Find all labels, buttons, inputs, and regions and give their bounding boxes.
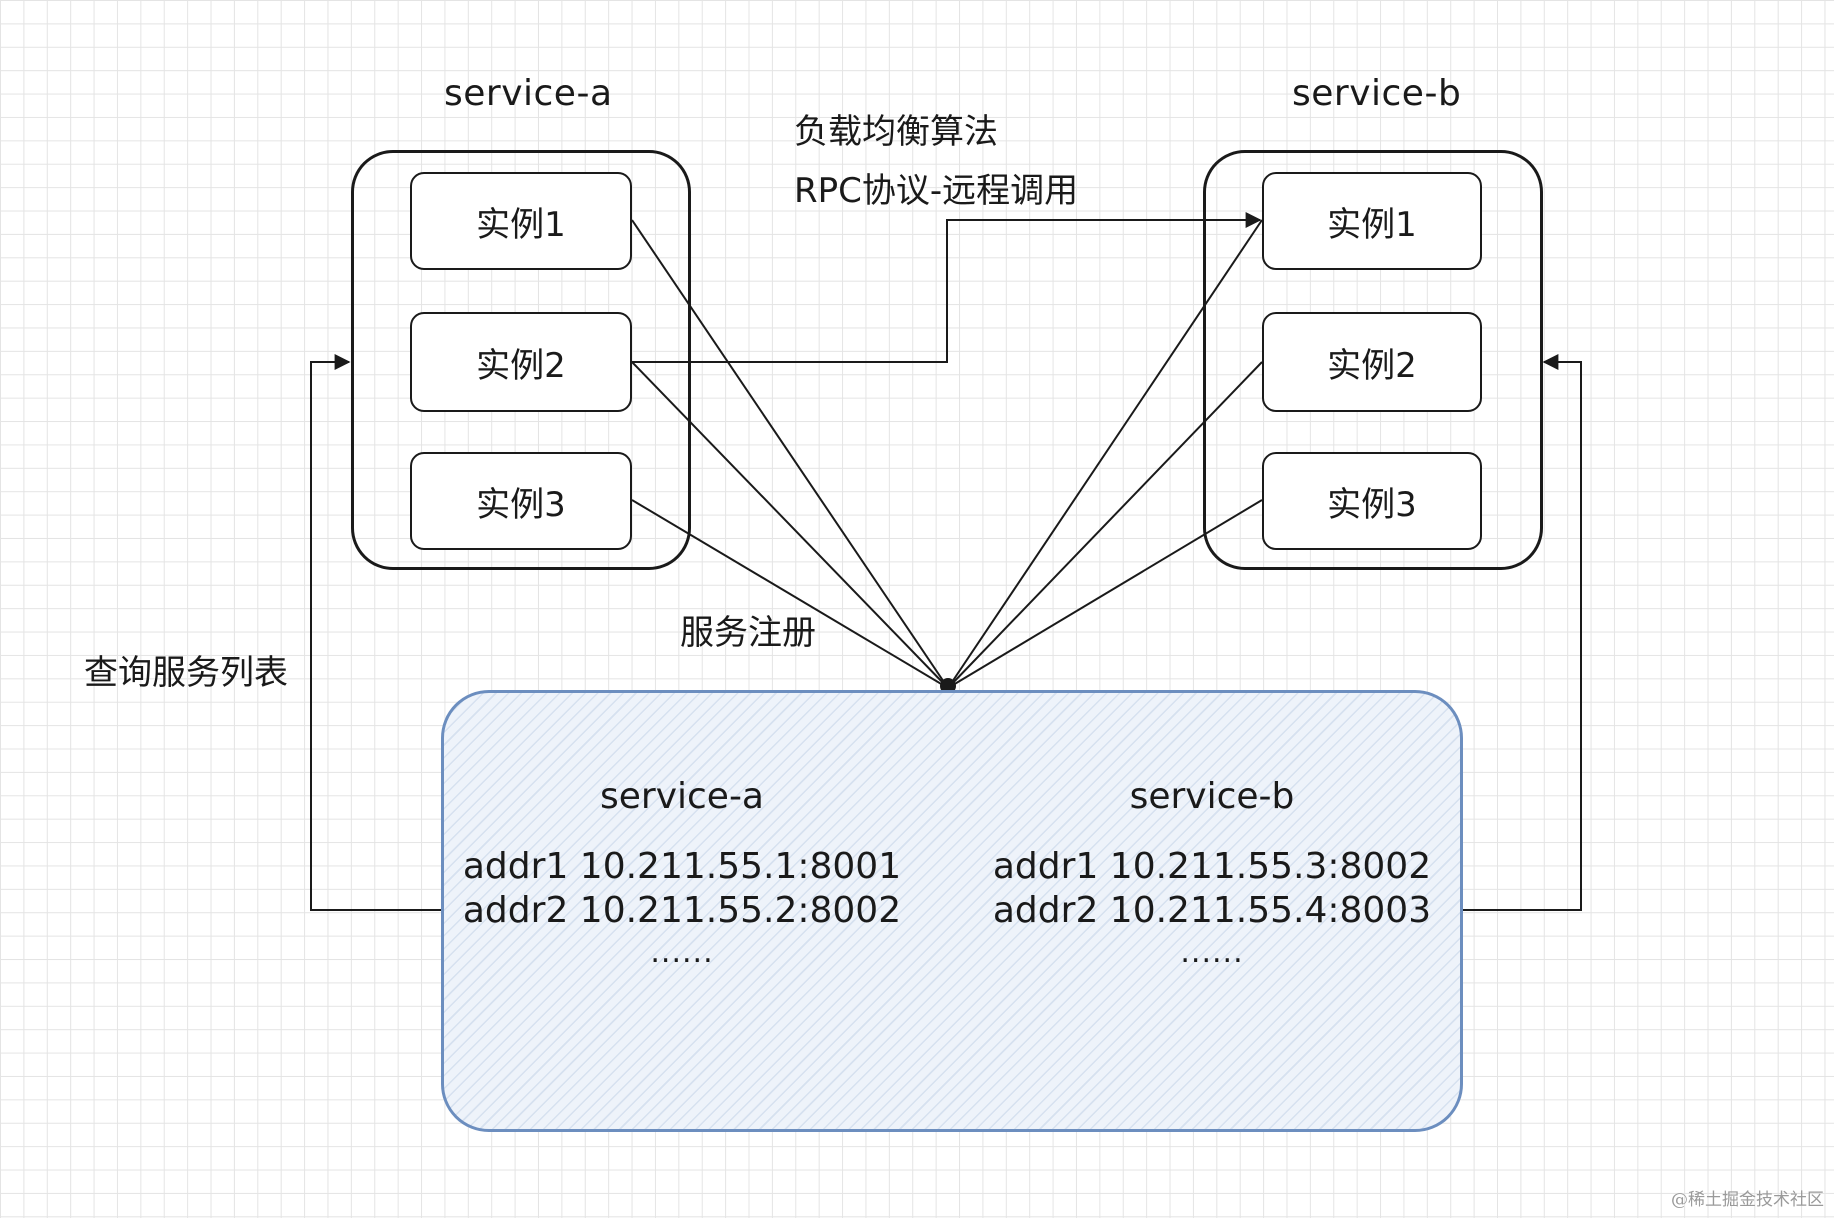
- registry-service-a-more: ......: [650, 935, 714, 970]
- register-line-b2: [947, 361, 1263, 689]
- service-a-group: [351, 150, 691, 570]
- service-a-title: service-a: [444, 73, 613, 114]
- load-balance-label: 负载均衡算法: [794, 112, 998, 152]
- query-arrow-left: [310, 354, 441, 911]
- service-registry: [441, 690, 1463, 1132]
- service-a-instance-3[interactable]: 实例3: [410, 452, 632, 550]
- registry-service-b-more: ......: [1180, 935, 1244, 970]
- register-line-b1: [947, 219, 1263, 689]
- registry-service-b-addr-1: addr1 10.211.55.3:8002: [992, 846, 1432, 887]
- service-b-title: service-b: [1292, 73, 1462, 114]
- registry-service-a-addr-1: addr1 10.211.55.1:8001: [462, 846, 902, 887]
- service-a-instance-1[interactable]: 实例1: [410, 172, 632, 270]
- registry-service-b: service-b addr1 10.211.55.3:8002 addr2 1…: [992, 776, 1432, 973]
- registry-service-a-addr-2: addr2 10.211.55.2:8002: [462, 890, 902, 931]
- rpc-label: RPC协议-远程调用: [794, 171, 1079, 211]
- registry-service-b-addr-2: addr2 10.211.55.4:8003: [992, 890, 1432, 931]
- register-line-a2: [631, 361, 949, 689]
- rpc-call-arrow: [632, 212, 1262, 363]
- register-line-a1: [631, 219, 949, 689]
- registry-service-b-title: service-b: [1129, 776, 1295, 817]
- query-service-list-label: 查询服务列表: [84, 653, 288, 693]
- query-arrow-right: [1463, 354, 1582, 911]
- service-b-instance-1[interactable]: 实例1: [1262, 172, 1482, 270]
- service-a-instance-2[interactable]: 实例2: [410, 312, 632, 412]
- service-register-label: 服务注册: [680, 613, 816, 653]
- watermark: @稀土掘金技术社区: [1671, 1190, 1824, 1210]
- service-b-group: [1203, 150, 1543, 570]
- registry-service-a-title: service-a: [599, 776, 764, 817]
- registry-service-a: service-a addr1 10.211.55.1:8001 addr2 1…: [462, 776, 902, 973]
- service-b-instance-3[interactable]: 实例3: [1262, 452, 1482, 550]
- service-b-instance-2[interactable]: 实例2: [1262, 312, 1482, 412]
